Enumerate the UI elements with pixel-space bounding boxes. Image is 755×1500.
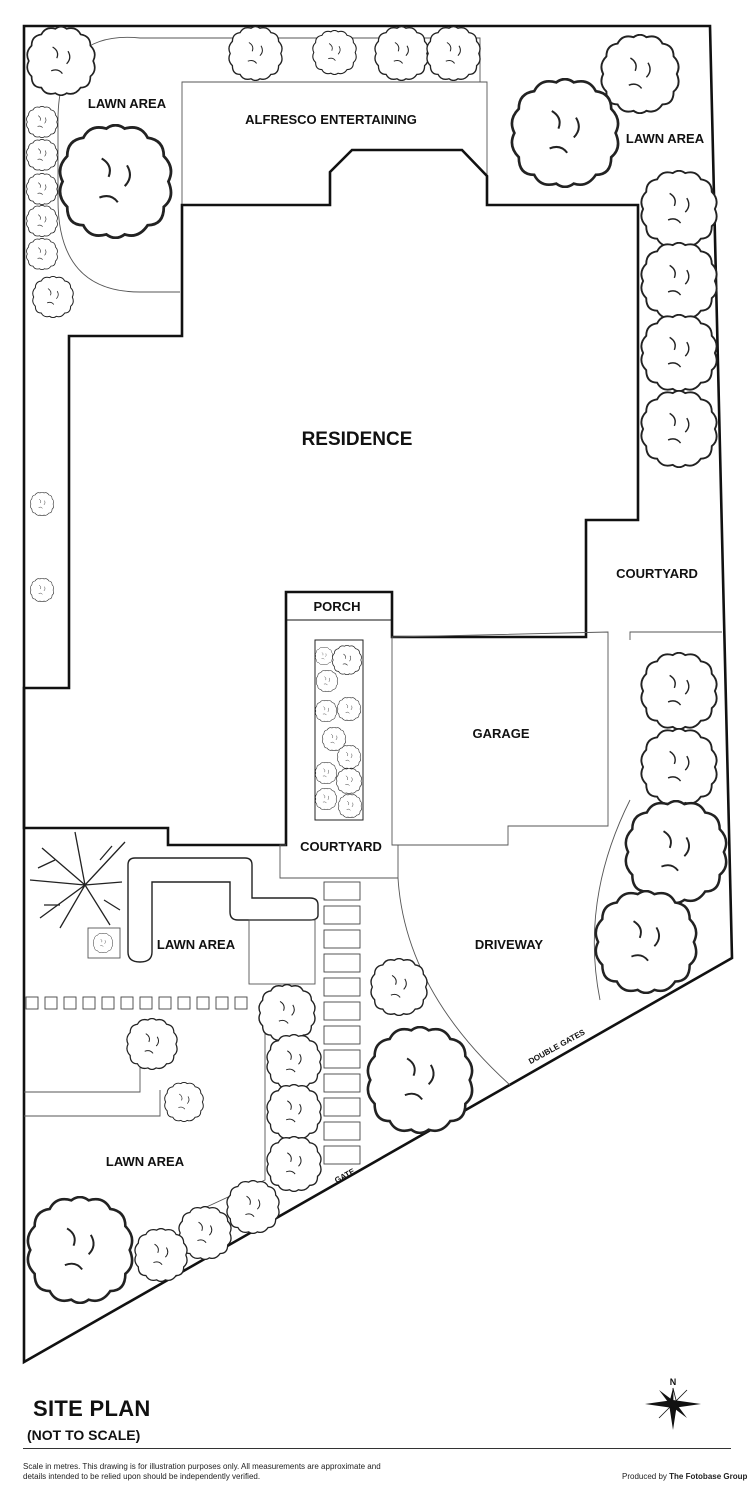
page-title: SITE PLAN xyxy=(33,1396,151,1421)
trees xyxy=(26,26,728,1304)
stepping-stones xyxy=(323,881,361,1165)
tree-box xyxy=(87,927,121,959)
property-boundary xyxy=(22,24,734,1365)
site-plan-drawing: LAWN AREA ALFRESCO ENTERTAINING LAWN ARE… xyxy=(22,24,734,1365)
disclaimer-note: Scale in metres. This drawing is for ill… xyxy=(23,1462,381,1481)
driveway-curve xyxy=(397,877,511,1086)
north-arrow-icon: N xyxy=(645,1377,701,1430)
garden-bed xyxy=(248,919,316,985)
label-courtyard-east: COURTYARD xyxy=(616,566,698,581)
bare-tree xyxy=(29,831,126,929)
label-lawn-sw-upper: LAWN AREA xyxy=(157,937,236,952)
compass-letter: N xyxy=(670,1377,677,1387)
lawn-edge-nw xyxy=(57,36,481,293)
label-garage: GARAGE xyxy=(472,726,529,741)
courtyard-outline xyxy=(279,844,399,879)
label-lawn-nw: LAWN AREA xyxy=(88,96,167,111)
label-residence: RESIDENCE xyxy=(302,429,413,450)
hedge-border xyxy=(127,857,319,963)
alfresco-area xyxy=(181,81,488,205)
paver-row xyxy=(25,996,248,1010)
label-courtyard-centre: COURTYARD xyxy=(300,839,382,854)
credit-name: The Fotobase Group xyxy=(669,1472,748,1481)
lawn-path-sw xyxy=(24,1060,141,1093)
label-gate: GATE xyxy=(333,1166,357,1185)
footer-divider xyxy=(23,1448,731,1449)
east-strip xyxy=(629,631,722,640)
lawn-path-sw2 xyxy=(24,1090,161,1117)
credit-prefix: Produced by xyxy=(622,1472,667,1481)
east-curve xyxy=(593,799,631,1001)
label-lawn-sw-lower: LAWN AREA xyxy=(106,1154,185,1169)
label-driveway: DRIVEWAY xyxy=(475,937,543,952)
garage-outline xyxy=(391,631,609,846)
residence-outline xyxy=(22,148,640,847)
hedge-line xyxy=(199,1004,266,1211)
label-porch: PORCH xyxy=(314,599,361,614)
label-lawn-ne: LAWN AREA xyxy=(626,131,705,146)
page-subtitle: (NOT TO SCALE) xyxy=(27,1427,141,1443)
label-alfresco: ALFRESCO ENTERTAINING xyxy=(245,112,417,127)
credit-line: Produced by The Fotobase Group xyxy=(622,1472,747,1481)
